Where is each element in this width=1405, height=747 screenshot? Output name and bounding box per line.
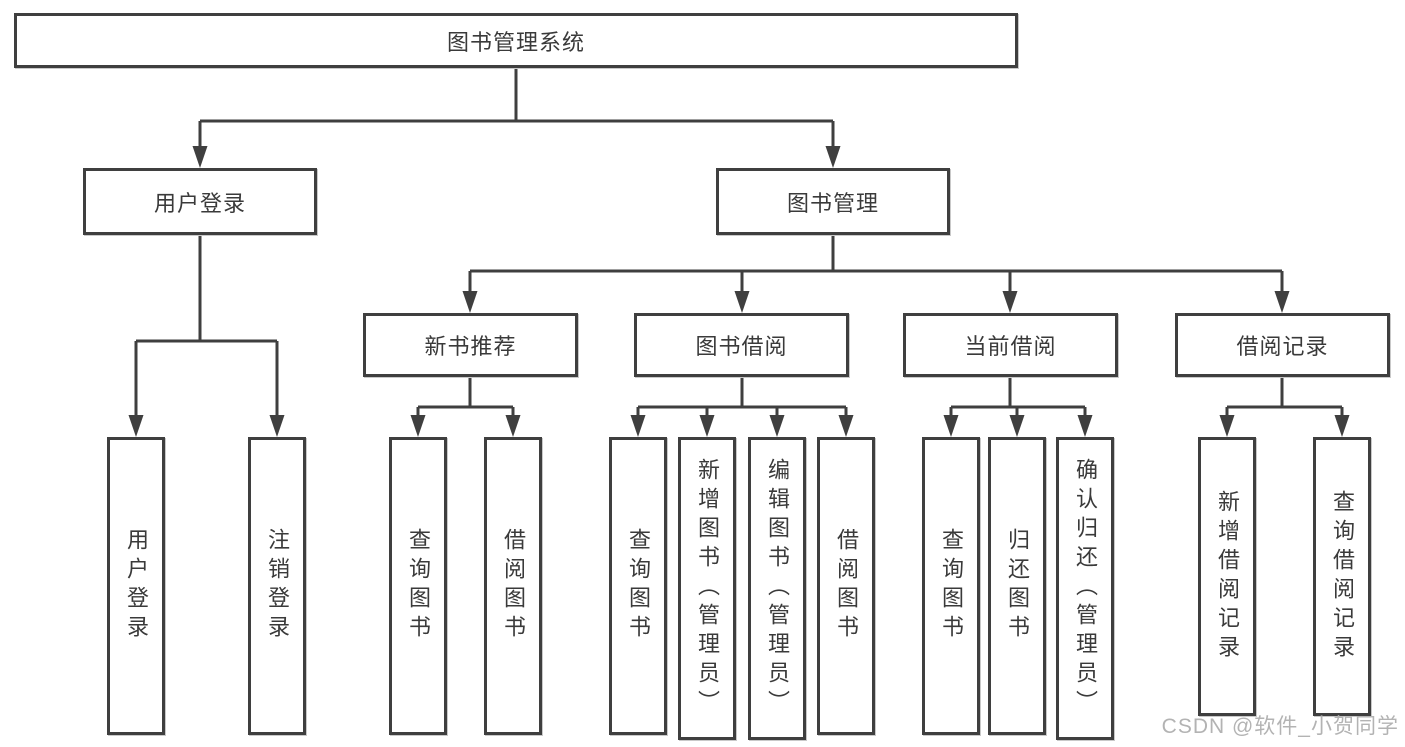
leaf-label: 查询图书 — [626, 528, 651, 644]
node-cb-query-book: 查询图书 — [922, 437, 980, 735]
leaf-label: 查询图书 — [939, 528, 964, 644]
leaf-label: 查询图书 — [406, 528, 431, 644]
arrowhead — [1274, 291, 1290, 313]
arrowhead — [1219, 415, 1235, 437]
node-leaf-user-login: 用户登录 — [107, 437, 165, 735]
arrowhead — [630, 415, 646, 437]
node-root: 图书管理系统 — [14, 13, 1018, 68]
node-cb-confirm-return-admin: 确认归还（管理员） — [1056, 437, 1114, 740]
arrowhead — [1077, 415, 1093, 437]
arrowhead — [192, 146, 208, 168]
node-rec-borrow-book: 借阅图书 — [484, 437, 542, 735]
node-book-borrow: 图书借阅 — [634, 313, 849, 377]
leaf-label: 确认归还（管理员） — [1073, 458, 1098, 719]
node-new-book-recommend: 新书推荐 — [363, 313, 578, 377]
leaf-label: 借阅图书 — [834, 528, 859, 644]
node-rec-query-book: 查询图书 — [389, 437, 447, 735]
arrowhead — [1334, 415, 1350, 437]
csdn-watermark: CSDN @软件_小贺同学 — [1161, 715, 1399, 738]
node-current-borrow: 当前借阅 — [903, 313, 1118, 377]
node-bb-borrow-book: 借阅图书 — [817, 437, 875, 735]
node-leaf-logout: 注销登录 — [248, 437, 306, 735]
arrowhead — [1002, 291, 1018, 313]
leaf-label: 用户登录 — [124, 528, 149, 644]
arrowhead — [410, 415, 426, 437]
arrowhead — [699, 415, 715, 437]
arrowhead — [769, 415, 785, 437]
node-bb-query-book: 查询图书 — [609, 437, 667, 735]
arrowhead — [734, 291, 750, 313]
leaf-label: 借阅图书 — [501, 528, 526, 644]
arrowhead — [462, 291, 478, 313]
node-user-login: 用户登录 — [83, 168, 317, 235]
node-br-query-record: 查询借阅记录 — [1313, 437, 1371, 716]
leaf-label: 编辑图书（管理员） — [765, 458, 790, 719]
leaf-label: 注销登录 — [265, 528, 290, 644]
arrowhead — [128, 415, 144, 437]
node-cb-return-book: 归还图书 — [988, 437, 1046, 735]
node-bb-edit-book-admin: 编辑图书（管理员） — [748, 437, 806, 740]
arrowhead — [269, 415, 285, 437]
node-book-management: 图书管理 — [716, 168, 950, 235]
arrowhead — [943, 415, 959, 437]
arrowhead — [825, 146, 841, 168]
leaf-label: 归还图书 — [1005, 528, 1030, 644]
arrowhead — [838, 415, 854, 437]
node-bb-add-book-admin: 新增图书（管理员） — [678, 437, 736, 740]
leaf-label: 查询借阅记录 — [1330, 489, 1355, 664]
arrowhead — [505, 415, 521, 437]
leaf-label: 新增图书（管理员） — [695, 458, 720, 719]
arrowhead — [1009, 415, 1025, 437]
leaf-label: 新增借阅记录 — [1215, 489, 1240, 664]
node-br-add-record: 新增借阅记录 — [1198, 437, 1256, 716]
node-borrow-records: 借阅记录 — [1175, 313, 1390, 377]
